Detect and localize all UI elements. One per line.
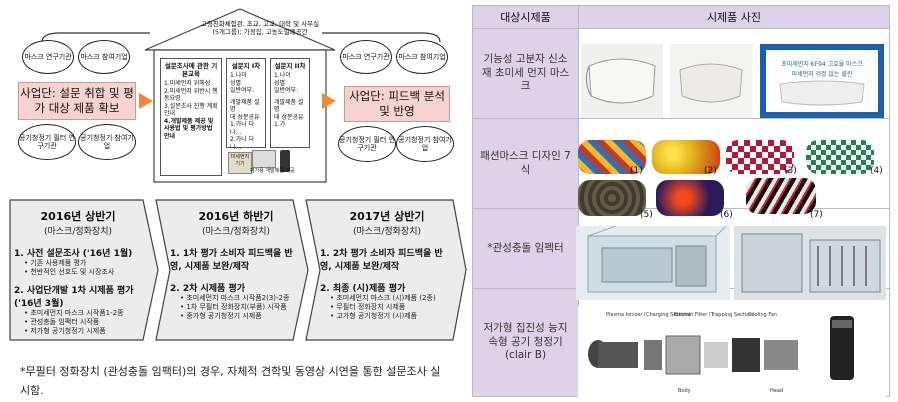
- card-line: 데 성분공유: [274, 114, 306, 122]
- fashion-number: (1): [630, 166, 643, 176]
- connector-line-top-right: [322, 32, 442, 44]
- stage-bullet: • 천반적인 선호도 및 시장조사: [24, 268, 142, 277]
- row-label-fashion: 패션마스크 디자인 7식: [473, 119, 579, 209]
- fashion-number: (7): [810, 210, 823, 220]
- card-line: 1.가나 다 나...: [230, 121, 262, 136]
- ellipse-purifier-company-right: 공기청정기 참여기업: [396, 126, 454, 162]
- fashion-number: (6): [720, 210, 733, 220]
- purifier-label-body: Body: [678, 388, 691, 394]
- ellipse-filter-research: 공기청정기 필터 연구기관: [18, 124, 76, 160]
- timeline-stage-2: 2016년 하반기 (마스크/정화장치) 1. 1차 평가 소비자 피드백을 반…: [170, 200, 302, 342]
- fashion-number: (2): [704, 166, 717, 176]
- fashion-mask-7: [746, 178, 816, 214]
- card-survey-1: 설문지 I차 1.나이 성별 일반여부: 개발제품 설명 데 성분공유 1.가나…: [226, 58, 266, 148]
- stage-sub: (마스크/정화장치): [170, 224, 302, 237]
- mask-photo-1: [581, 44, 663, 118]
- stage-item-title: 1. 1차 평가 소비자 피드백을 반영, 시제품 보완/제작: [170, 246, 302, 272]
- purifier-photo-thumbnail: [252, 150, 276, 168]
- fashion-mask-grid: (1) (2) (3) (4) (5) (6) (7): [578, 140, 888, 224]
- mask-photo-2: [670, 44, 752, 118]
- stage-bullet: • 고가형 공기청정기 (시)제품: [330, 312, 454, 321]
- ellipse-mask-company-right: 마스크 참여기업: [396, 40, 448, 74]
- stage-item-title: 2. 최종 (시)제품 평가: [320, 281, 454, 294]
- package-text-2: 미세먼지 걱정 없는 클린: [792, 70, 853, 78]
- card-line: 2.가나 다 나...: [230, 136, 262, 151]
- card-title: 설문지 I차: [230, 62, 262, 70]
- stage-bullet: • 초미세먼지 마스크 시작품2(3)-2종: [180, 294, 302, 303]
- stage-item-title: 1. 사전 설문조사 ('16년 1월): [14, 246, 142, 259]
- ellipse-filter-research-right: 공기청정기 필터 연구기관: [338, 126, 396, 162]
- stage-bullet: • 1차 무필터 정화장치(부품) 시작품: [180, 303, 302, 312]
- ellipse-purifier-company: 공기청정기 참여기업: [78, 124, 136, 160]
- timeline-stage-3: 2017년 상반기 (마스크/정화장치) 1. 2차 평가 소비자 피드백을 반…: [320, 200, 454, 342]
- roof-text: 고령친화체험관, 초교, 고교, 대학 및 사무실(5개그룹); 가정집, 고농…: [200, 20, 320, 37]
- card-line: 성별: [274, 80, 306, 88]
- card-line: 데 성분공유: [230, 114, 262, 122]
- stage-bullet: • 무필터 정화장치 시제품: [330, 303, 454, 312]
- connector-line-top-left: [40, 32, 160, 44]
- stage-bullet: • 기존 사용제품 평가: [24, 259, 142, 268]
- arrow-right-2: [322, 93, 336, 109]
- purifier-diagram: Plasma Ionizer (Charging Section) Electr…: [578, 306, 886, 398]
- stage-bullet: • 저가형 공기청정기 시제품: [24, 327, 142, 336]
- fashion-number: (4): [870, 166, 883, 176]
- ellipse-mask-company: 마스크 참여기업: [78, 40, 130, 74]
- card-line: 개발제품 설명: [274, 99, 306, 114]
- stage-sub: (마스크/정화장치): [320, 224, 454, 237]
- product-photo-thumbnail: 미세먼지 기기: [228, 152, 252, 174]
- arrow-right-1: [139, 93, 153, 109]
- card-line: 1.미세먼지 위해성: [164, 80, 218, 88]
- footnote: *무필터 정화장치 (관성충돌 임팩터)의 경우, 자체적 견학및 동영상 시연…: [20, 362, 450, 401]
- right-process-box: 사업단: 피드백 분석 및 반영: [344, 86, 450, 122]
- fashion-mask-4: [806, 140, 874, 174]
- card-line: 2.미세먼지 위반시 행동요령: [164, 88, 218, 103]
- ellipse-mask-research-right: 마스크 연구기관: [340, 40, 392, 74]
- mask-package-photo: 초미세먼지 KF94 고효율 마스크 미세먼지 걱정 없는 클린: [760, 44, 884, 118]
- card-line: 3.설문조사 진행 계획안내: [164, 103, 218, 118]
- card-line: 성별: [230, 80, 262, 88]
- stage-item-title: 1. 2차 평가 소비자 피드백을 반영, 시제품 보완/제작: [320, 246, 454, 272]
- row-label-purifier: 저가형 집진성 능지속형 공기 청정기 (clair B): [473, 289, 579, 397]
- card-line: 일반여부:: [274, 87, 306, 95]
- stage-period: 2016년 상반기: [14, 208, 142, 224]
- card-line: 1.나이: [274, 72, 306, 80]
- header-product: 대상시제품: [473, 6, 579, 29]
- fashion-number: (3): [784, 166, 797, 176]
- fashion-mask-6: [656, 180, 724, 216]
- stage-bullet: • 관성충돌 임팩터 시작품: [24, 318, 142, 327]
- fashion-mask-5: [578, 180, 646, 216]
- thumbnail-caption: 평가용 개발제품 제공: [250, 167, 295, 174]
- purifier-label-filter: Electret Filter (Trapping Section): [674, 312, 755, 318]
- card-title: 설문지 II차: [274, 62, 306, 70]
- ellipse-mask-research: 마스크 연구기관: [22, 40, 74, 74]
- card-line: 일반여부:: [230, 87, 262, 95]
- stage-sub: (마스크/정화장치): [14, 224, 142, 237]
- stage-bullet: • 초미세먼지 마스크 (시)제품 (2종): [330, 294, 454, 303]
- stage-period: 2016년 하반기: [170, 208, 302, 224]
- timeline-stage-1: 2016년 상반기 (마스크/정화장치) 1. 사전 설문조사 ('16년 1월…: [14, 200, 142, 342]
- card-line: 4.개발제품 제공 및 사용법 및 평가방법 안내: [164, 118, 218, 141]
- card-line: 1.나이: [230, 72, 262, 80]
- card-title: 설문조사에 관한 기본교육: [164, 62, 218, 78]
- stage-item-title: 2. 2차 시제품 평가: [170, 281, 302, 294]
- header-photo: 시제품 사진: [579, 6, 890, 29]
- card-line: 개발제품 설명: [230, 99, 262, 114]
- row-label-mask: 기능성 고분자 신소재 초미세 먼지 마스크: [473, 29, 579, 119]
- impactor-photo-2: [734, 226, 886, 300]
- card-survey-2: 설문지 II차 1.나이 성별 일반여부: 개발제품 설명 데 성분공유 1.가: [270, 58, 310, 148]
- card-basic-education: 설문조사에 관한 기본교육 1.미세먼지 위해성 2.미세먼지 위반시 행동요령…: [160, 58, 222, 176]
- stage-period: 2017년 상반기: [320, 208, 454, 224]
- row-label-impactor: *관성충돌 임펙터: [473, 209, 579, 289]
- purifier-label-head: Head: [770, 388, 783, 394]
- impactor-photo-1: [576, 226, 730, 300]
- left-process-box: 사업단: 설문 취합 및 평가 대상 제품 확보: [18, 82, 136, 120]
- purifier-label-fan: Cooling Fan: [748, 312, 777, 318]
- package-text-1: 초미세먼지 KF94 고효율 마스크: [781, 60, 863, 68]
- stage-bullet: • 중가형 공기청정기 시제품: [180, 312, 302, 321]
- stage-bullet: • 초미세먼지 마스크 시작품1-2종: [24, 309, 142, 318]
- fashion-number: (5): [640, 210, 653, 220]
- card-line: 1.가: [274, 121, 306, 129]
- stage-item-title: 2. 사업단개발 1차 시제품 평가 ('16년 3월): [14, 283, 142, 309]
